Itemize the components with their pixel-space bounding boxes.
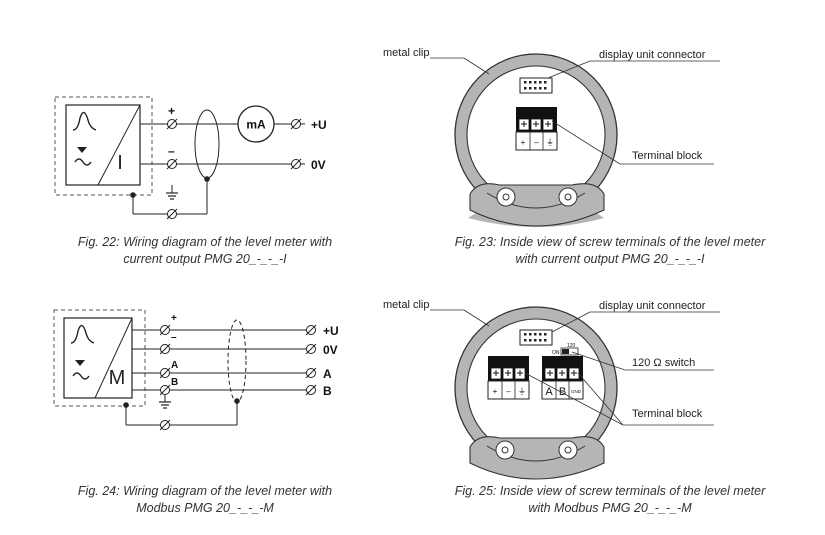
fig24-wiring-diagram: M + – A B +U 0V A B — [53, 309, 339, 431]
fig25-display-connector-label: display unit connector — [599, 300, 706, 312]
fig25-switch-top-label: 120 — [567, 343, 576, 349]
fig23-terminal-minus: – — [534, 138, 539, 147]
fig22-ground-icon — [165, 184, 179, 200]
fig23-caption-line1: Fig. 23: Inside view of screw terminals … — [454, 235, 766, 249]
fig22-converter-box — [65, 104, 141, 186]
fig25-caption-line1: Fig. 25: Inside view of screw terminals … — [454, 484, 766, 498]
fig24-out-b-label: B — [323, 384, 332, 398]
fig23-terminal-block-label: Terminal block — [632, 150, 703, 162]
fig25-metal-clip-label: metal clip — [383, 299, 429, 311]
fig24-a-label: A — [171, 360, 178, 371]
fig22-minus-label: – — [168, 144, 175, 158]
fig24-level-curve-icon — [70, 324, 95, 344]
fig25-terminal-gnd: GND — [571, 389, 582, 394]
fig24-plus-label: + — [171, 313, 177, 324]
fig22-device-dashed-box — [54, 96, 153, 196]
fig23-terminal-plus: + — [521, 138, 526, 147]
fig23-caption-line2: with current output PMG 20_-_-_-I — [515, 252, 705, 266]
fig25-terminal-block-label: Terminal block — [632, 408, 703, 420]
fig25-switch-on-label: ON — [552, 350, 560, 356]
fig25-terminal-ground: ⏚ — [518, 387, 526, 396]
fig25-terminal-minus: – — [506, 387, 511, 396]
fig22-ma-label: mA — [246, 118, 266, 132]
fig25-display-connector — [519, 329, 553, 346]
fig23-metal-clip-label: metal clip — [383, 47, 429, 59]
fig24-output-symbol: M — [109, 367, 126, 389]
fig24-device-dashed-box — [53, 309, 146, 407]
fig22-shield — [194, 109, 220, 179]
fig22-caption-line1: Fig. 22: Wiring diagram of the level met… — [77, 235, 333, 249]
fig23-display-connector-label: display unit connector — [599, 49, 706, 61]
fig22-milliammeter — [237, 105, 275, 143]
fig24-caption-line2: Modbus PMG 20_-_-_-M — [136, 501, 274, 515]
fig23-display-connector — [519, 77, 553, 94]
fig22-marker-triangle-icon — [77, 147, 87, 153]
fig23-caption: Fig. 23: Inside view of screw terminals … — [405, 234, 815, 268]
fig25-terminal-b: B — [559, 386, 566, 398]
fig24-ground-icon — [158, 393, 172, 409]
fig24-converter-box — [63, 317, 133, 399]
fig22-output-symbol: I — [117, 152, 123, 174]
fig22-plus-label: + — [168, 104, 175, 118]
fig22-wave-icon — [74, 158, 92, 166]
fig25-terminal-plus: + — [493, 387, 498, 396]
fig24-out-a-label: A — [323, 367, 332, 381]
fig24-b-label: B — [171, 377, 178, 388]
fig24-plus-u-label: +U — [323, 324, 339, 338]
fig24-caption: Fig. 24: Wiring diagram of the level met… — [40, 483, 370, 517]
fig22-wiring-diagram: I + – mA +U 0V — [54, 96, 327, 220]
fig24-wave-icon — [72, 372, 90, 380]
fig25-120-ohm-switch — [560, 347, 579, 356]
fig24-caption-line1: Fig. 24: Wiring diagram of the level met… — [77, 484, 333, 498]
fig25-terminal-a: A — [545, 386, 553, 398]
fig22-zero-v-label: 0V — [311, 158, 326, 172]
fig24-zero-v-label: 0V — [323, 343, 338, 357]
fig22-caption-line2: current output PMG 20_-_-_-I — [123, 252, 287, 266]
fig25-caption: Fig. 25: Inside view of screw terminals … — [405, 483, 815, 517]
fig23-terminal-view: + – ⏚ metal clip display unit connector … — [383, 47, 720, 227]
fig22-plus-u-label: +U — [311, 118, 327, 132]
fig22-caption: Fig. 22: Wiring diagram of the level met… — [40, 234, 370, 268]
fig25-terminal-view: 120 ON + – ⏚ A B GND metal clip display … — [383, 299, 720, 480]
fig25-caption-line2: with Modbus PMG 20_-_-_-M — [528, 501, 692, 515]
fig25-switch-label: 120 Ω switch — [632, 357, 695, 369]
fig25-housing-bottom-plate — [469, 436, 605, 480]
fig24-marker-triangle-icon — [75, 360, 85, 366]
fig24-minus-label: – — [171, 332, 177, 343]
fig22-level-curve-icon — [72, 111, 97, 131]
fig23-terminal-ground: ⏚ — [546, 138, 554, 147]
